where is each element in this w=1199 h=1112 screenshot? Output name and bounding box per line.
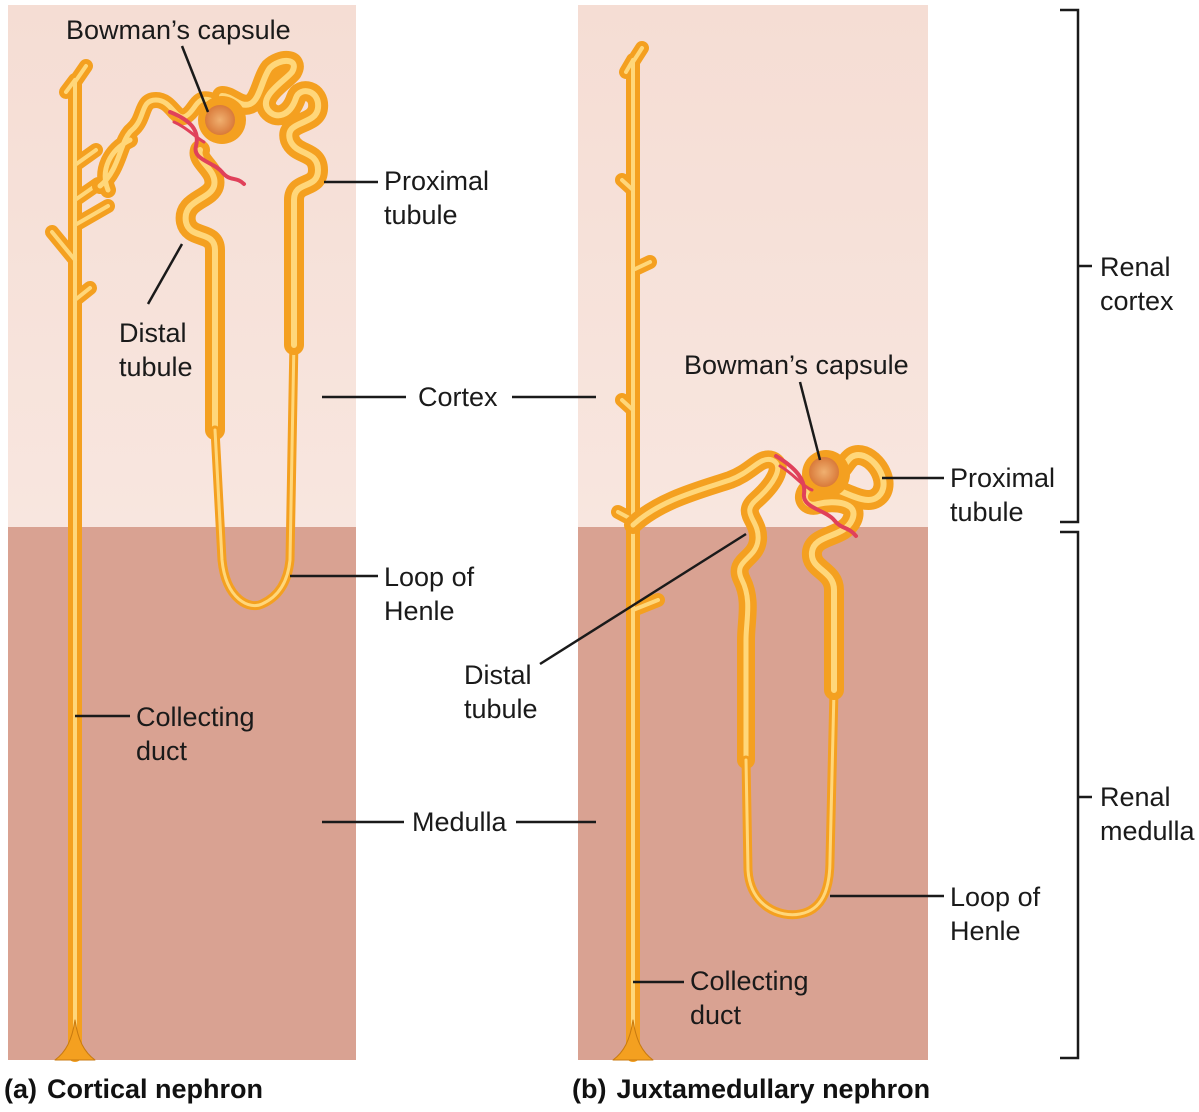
region-brackets [1060, 10, 1092, 1058]
panel-a-bowmans-capsule-label: Bowman’s capsule [66, 13, 291, 47]
panel-a-loop-of-henle-label-line2: Henle [384, 594, 455, 628]
renal-cortex-label-line2: cortex [1100, 284, 1174, 318]
panel-b-caption-prefix: (b) [572, 1074, 606, 1104]
panel-b-distal-tubule-label-line2: tubule [464, 692, 538, 726]
panel-a-distal-tubule-label-line2: tubule [119, 350, 193, 384]
panel-b-caption-title: Juxtamedullary nephron [616, 1074, 930, 1104]
cortex-label: Cortex [418, 380, 498, 414]
panel-b-caption: (b) Juxtamedullary nephron [572, 1074, 930, 1105]
panel-b-loop-of-henle-label-line2: Henle [950, 914, 1021, 948]
panel-a-loop-of-henle-label-line1: Loop of [384, 560, 474, 594]
panel-a-collecting-duct-label-line1: Collecting [136, 700, 255, 734]
panel-a-caption: (a) Cortical nephron [4, 1074, 263, 1105]
renal-cortex-bracket [1060, 10, 1092, 522]
medulla-label: Medulla [412, 805, 507, 839]
panel-a-medulla-region [8, 527, 356, 1060]
renal-medulla-label-line1: Renal [1100, 780, 1171, 814]
panel-b-bowmans-capsule-label: Bowman’s capsule [684, 348, 909, 382]
panel-b-loop-of-henle-label-line1: Loop of [950, 880, 1040, 914]
panel-b-collecting-duct-label-line1: Collecting [690, 964, 809, 998]
panel-b-distal-tubule-label-line1: Distal [464, 658, 532, 692]
panel-b-proximal-tubule-label-line1: Proximal [950, 461, 1055, 495]
panel-a-distal-tubule-label-line1: Distal [119, 316, 187, 350]
panel-a-proximal-tubule-label-line2: tubule [384, 198, 458, 232]
panel-a-caption-prefix: (a) [4, 1074, 37, 1104]
renal-cortex-label-line1: Renal [1100, 250, 1171, 284]
panel-b-proximal-tubule-label-line2: tubule [950, 495, 1024, 529]
panel-a-caption-title: Cortical nephron [47, 1074, 263, 1104]
panel-a-proximal-tubule-label-line1: Proximal [384, 164, 489, 198]
panel-b-collecting-duct-label-line2: duct [690, 998, 741, 1032]
renal-medulla-bracket [1060, 532, 1092, 1058]
panel-a-collecting-duct-label-line2: duct [136, 734, 187, 768]
renal-medulla-label-line2: medulla [1100, 814, 1195, 848]
